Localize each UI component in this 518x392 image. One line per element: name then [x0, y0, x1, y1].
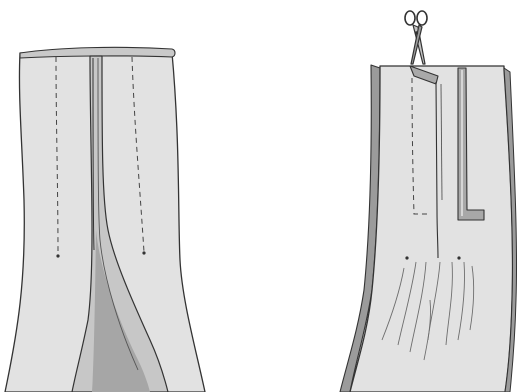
right-dart-end-1	[405, 256, 408, 259]
scissors-icon	[405, 11, 427, 64]
left-dart-end-1	[56, 254, 59, 257]
left-dart-end-2	[142, 251, 145, 254]
left-fabric-panel	[5, 47, 205, 392]
right-seam-band-inner	[461, 70, 463, 216]
right-dart-end-2	[457, 256, 460, 259]
right-fabric-panel	[340, 65, 517, 392]
